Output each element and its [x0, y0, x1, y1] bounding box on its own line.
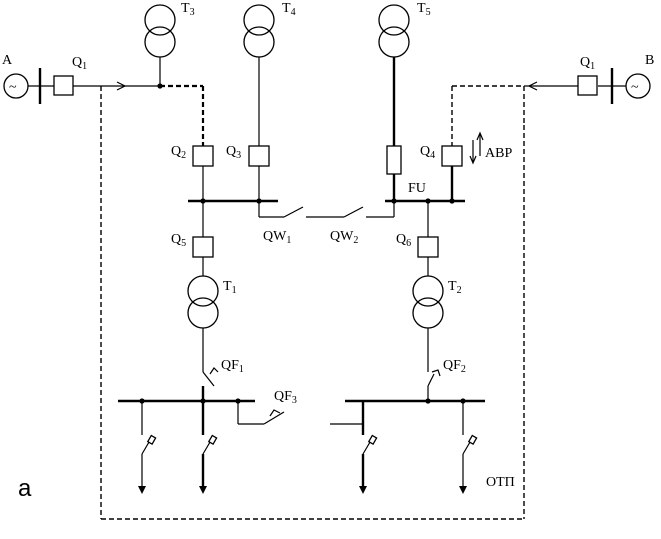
- breaker-q5-label: Q: [171, 232, 181, 247]
- breaker-q4: Q4: [420, 144, 463, 201]
- svg-text:QF1: QF1: [221, 358, 244, 375]
- svg-text:Q6: Q6: [396, 232, 411, 249]
- breaker-q5-icon: [192, 236, 214, 258]
- arrow-left-icon: [527, 81, 538, 91]
- transformer-t5-label: T: [417, 1, 426, 16]
- svg-text:QF3: QF3: [274, 389, 297, 406]
- transformer-t5: T5: [378, 1, 431, 146]
- transformer-t1: T1: [187, 275, 237, 329]
- disconnector-qw1: QW1: [258, 201, 304, 246]
- fuse-fu-icon: [386, 145, 402, 175]
- breaker-q2: Q2: [171, 144, 214, 201]
- breaker-q1-right-label: Q: [580, 55, 590, 70]
- svg-text:T3: T3: [181, 1, 195, 18]
- breaker-q4-icon: [441, 145, 463, 167]
- svg-text:T5: T5: [417, 1, 431, 18]
- svg-text:T4: T4: [282, 1, 296, 18]
- breaker-q6-label: Q: [396, 232, 406, 247]
- transformer-t4-label: T: [282, 1, 291, 16]
- auto-breaker-qf3-label: QF: [274, 389, 292, 404]
- breaker-q2-label: Q: [171, 144, 181, 159]
- breaker-q1-right-icon: [577, 75, 598, 96]
- breaker-q3-icon: [248, 145, 270, 167]
- source-b: ~ B: [598, 53, 654, 104]
- avr-label: АВР: [485, 146, 512, 161]
- breaker-q1-left-label: Q: [72, 55, 82, 70]
- figure-label: a: [18, 475, 32, 502]
- fuse-fu: FU: [386, 145, 426, 201]
- transformer-t3: T3: [144, 1, 195, 86]
- feeder-3: [359, 424, 378, 494]
- breaker-q6-icon: [417, 236, 439, 258]
- feeder-2-arrow-icon: [199, 486, 207, 494]
- feeder-4: [459, 401, 478, 494]
- breaker-q1-right: Q1: [577, 55, 598, 96]
- source-b-label: B: [645, 53, 654, 68]
- disconnector-qw2: QW2: [306, 201, 395, 246]
- feeder-1: [138, 401, 157, 494]
- auto-breaker-qf2-label: QF: [443, 358, 461, 373]
- svg-text:Q3: Q3: [226, 144, 241, 161]
- arrow-right-icon: [116, 81, 127, 91]
- otp-label: ОТП: [486, 475, 515, 490]
- transformer-t2-label: T: [448, 279, 457, 294]
- breaker-q6: Q6: [396, 232, 439, 258]
- svg-text:QW1: QW1: [263, 229, 291, 246]
- svg-text:Q1: Q1: [72, 55, 87, 72]
- avr-indicator: АВР: [469, 131, 512, 165]
- svg-text:Q2: Q2: [171, 144, 186, 161]
- fuse-fu-label: FU: [408, 181, 426, 196]
- transformer-t4: T4: [243, 1, 296, 146]
- feeder-1-arrow-icon: [138, 486, 146, 494]
- feeder-3-arrow-icon: [359, 486, 367, 494]
- breaker-q1-left: Q1: [53, 55, 87, 96]
- auto-breaker-qf1-label: QF: [221, 358, 239, 373]
- feeder-2: [199, 401, 218, 494]
- breaker-q5: Q5: [171, 232, 214, 258]
- disconnector-qw2-icon: [343, 206, 364, 218]
- breaker-q4-label: Q: [420, 144, 430, 159]
- disconnector-qw1-icon: [283, 206, 304, 218]
- svg-text:T2: T2: [448, 279, 462, 296]
- auto-breaker-qf3-icon: [263, 411, 285, 425]
- svg-text:Q1: Q1: [580, 55, 595, 72]
- svg-text:QW2: QW2: [330, 229, 358, 246]
- disconnector-qw2-label: QW: [330, 229, 354, 244]
- breaker-q3-label: Q: [226, 144, 236, 159]
- svg-text:Q5: Q5: [171, 232, 186, 249]
- transformer-t5-icon: [378, 4, 410, 36]
- source-a-label: A: [2, 53, 13, 68]
- auto-breaker-qf1-icon: [202, 371, 215, 387]
- disconnector-qw1-label: QW: [263, 229, 287, 244]
- breaker-q1-left-icon: [53, 75, 74, 96]
- transformer-t2: T2: [412, 275, 462, 329]
- transformer-t3-icon: [144, 4, 176, 36]
- svg-text:QF2: QF2: [443, 358, 466, 375]
- transformer-t1-label: T: [223, 279, 232, 294]
- auto-breaker-qf2: QF2: [427, 358, 466, 401]
- generator-a-tilde: ~: [9, 80, 17, 95]
- breaker-q3: Q3: [226, 144, 270, 201]
- source-a: ~ A: [2, 53, 54, 104]
- svg-text:Q4: Q4: [420, 144, 435, 161]
- auto-breaker-qf2-icon: [427, 373, 435, 387]
- svg-text:~: ~: [631, 80, 639, 95]
- transformer-t2-icon: [412, 275, 444, 307]
- arrow-up-icon: [476, 131, 484, 141]
- svg-text:T1: T1: [223, 279, 237, 296]
- breaker-q2-icon: [192, 145, 214, 167]
- transformer-t3-label: T: [181, 1, 190, 16]
- transformer-t1-icon: [187, 275, 219, 307]
- auto-breaker-qf3: QF3: [237, 389, 297, 425]
- arrow-down-icon: [469, 155, 477, 165]
- transformer-t4-icon: [243, 4, 275, 36]
- auto-breaker-qf1: QF1: [201, 358, 244, 401]
- feeder-4-arrow-icon: [459, 486, 467, 494]
